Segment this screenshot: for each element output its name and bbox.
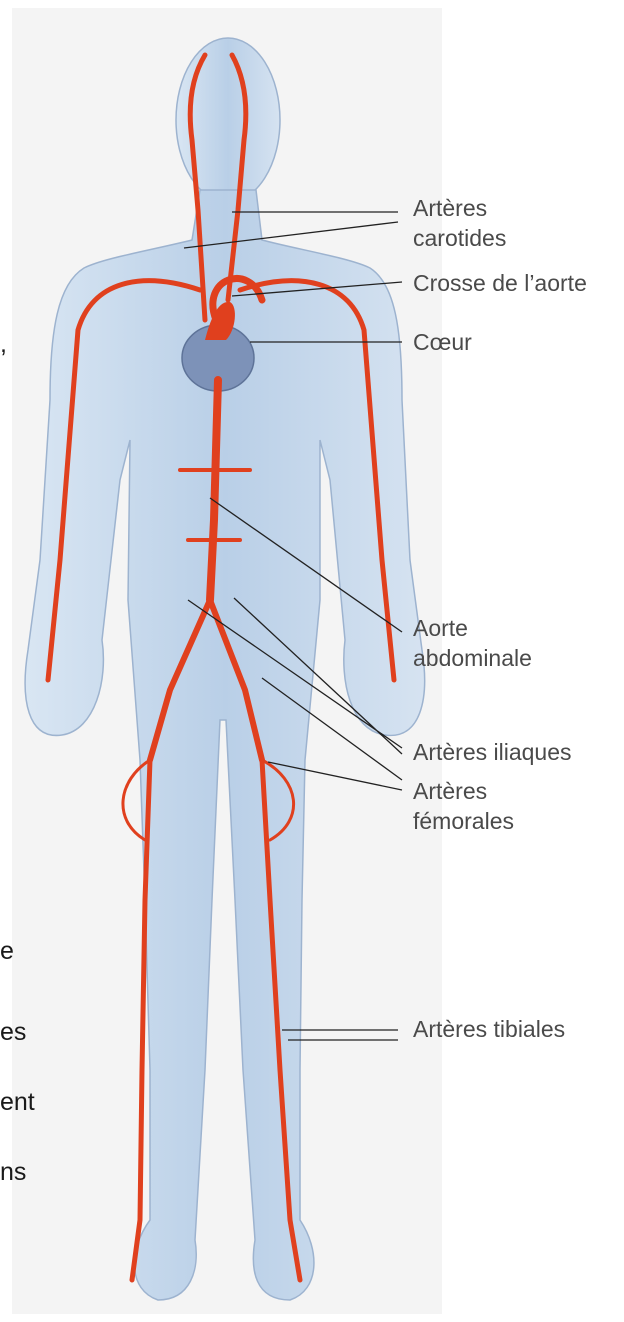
label-aorte-abdominale-line2: abdominale — [413, 643, 532, 673]
label-aorte-abdominale-line1: Aorte — [413, 613, 532, 643]
label-arteres-femorales-line2: fémorales — [413, 806, 514, 836]
label-aorte-abdominale: Aorte abdominale — [413, 613, 532, 673]
label-arteres-femorales: Artères fémorales — [413, 776, 514, 836]
left-text-fragment: ent — [0, 1088, 35, 1117]
label-arteres-tibiales: Artères tibiales — [413, 1014, 565, 1044]
label-carotides-line2: carotides — [413, 223, 506, 253]
label-carotides-line1: Artères — [413, 193, 506, 223]
left-text-fragment: , — [0, 330, 7, 359]
label-carotides: Artères carotides — [413, 193, 506, 253]
label-crosse-aorte: Crosse de l’aorte — [413, 268, 587, 298]
label-arteres-iliaques: Artères iliaques — [413, 737, 572, 767]
left-text-fragment: es — [0, 1018, 26, 1047]
label-arteres-femorales-line1: Artères — [413, 776, 514, 806]
left-text-fragment: ns — [0, 1158, 26, 1187]
label-coeur: Cœur — [413, 327, 472, 357]
left-text-fragment: e — [0, 937, 14, 966]
